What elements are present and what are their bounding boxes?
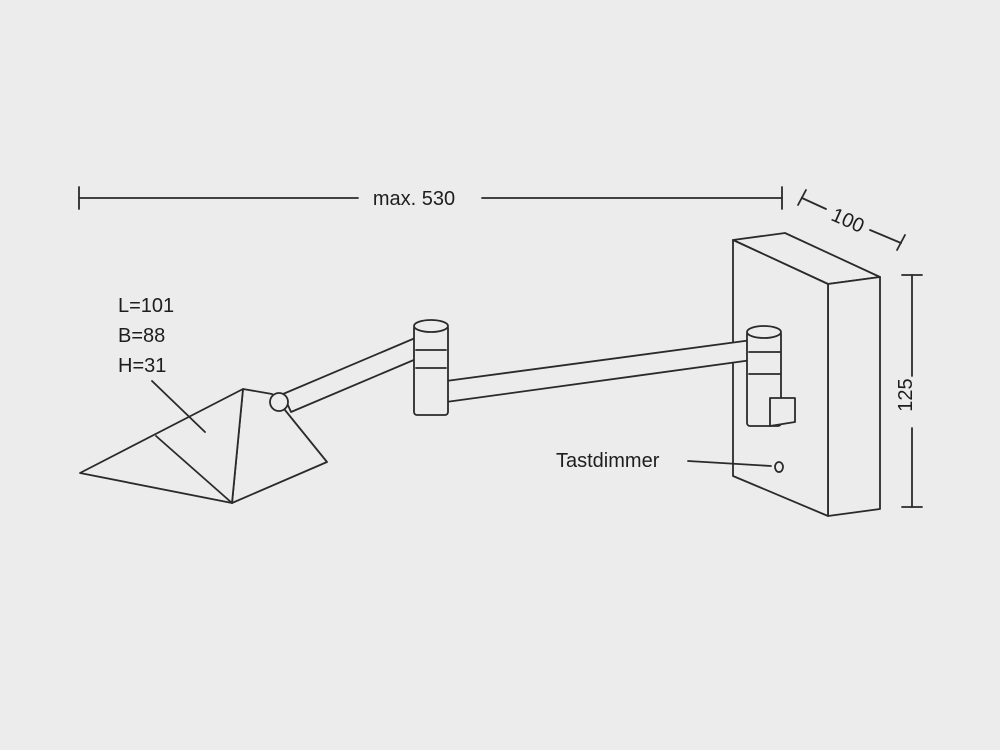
spec-length: L=101	[118, 295, 174, 317]
max-length-label: max. 530	[373, 188, 455, 210]
outer-arm-tube	[445, 339, 753, 403]
depth-line-right	[869, 229, 902, 244]
dimmer-leader-line	[687, 460, 772, 467]
middle-joint	[413, 319, 449, 416]
dimmer-button	[774, 461, 784, 473]
lamp-head-pivot	[269, 392, 289, 412]
max-length-dimension: max. 530	[78, 186, 783, 210]
wall-joint-cap	[746, 325, 782, 339]
outer-arm	[445, 339, 753, 403]
spec-leader-line	[151, 380, 206, 433]
middle-joint-cap	[413, 319, 449, 333]
middle-joint-body	[413, 324, 449, 416]
inner-arm-tube	[282, 332, 436, 413]
wall-joint-foot	[769, 397, 796, 427]
depth-label: 100	[828, 204, 867, 238]
spec-height: H=31	[118, 355, 166, 377]
spec-width: B=88	[118, 325, 165, 347]
height-label: 125	[895, 378, 917, 411]
depth-line-left	[801, 197, 827, 210]
inner-arm	[282, 332, 436, 413]
lamp-head-specs: L=101 B=88 H=31	[118, 295, 206, 433]
wall-joint	[746, 325, 796, 427]
dimmer-callout: Tastdimmer	[556, 450, 772, 472]
wall-mount-side-face	[827, 276, 881, 517]
lamp-head-ridge	[155, 435, 233, 504]
dimmer-label: Tastdimmer	[556, 450, 660, 472]
height-dimension: 125	[895, 274, 923, 508]
lamp-head-front-face	[79, 388, 244, 504]
depth-dimension: 100	[797, 189, 906, 251]
lamp-head	[79, 388, 328, 504]
